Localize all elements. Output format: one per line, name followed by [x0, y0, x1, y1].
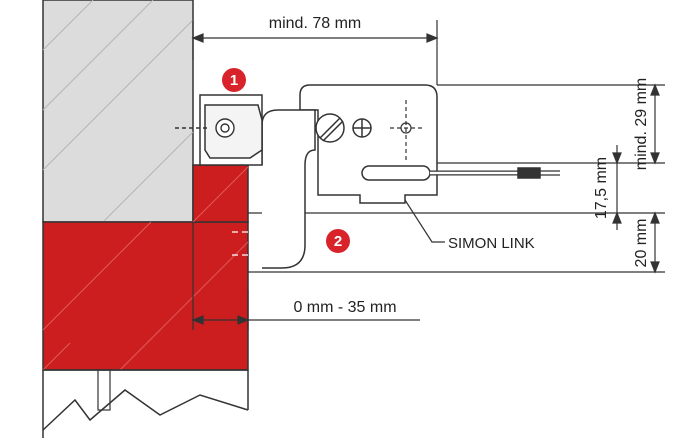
- wall-break-line: [42, 389, 249, 431]
- wall: [42, 0, 249, 438]
- wall-foot: [42, 369, 249, 438]
- dimension-lines: [191, 20, 665, 330]
- marker-2-label: 2: [334, 233, 342, 250]
- marker-1-label: 1: [230, 72, 238, 89]
- clamp-screw: [175, 118, 235, 138]
- marker-2: 2: [326, 229, 350, 253]
- bracket-assembly: [199, 84, 560, 269]
- wall-red-block: [42, 221, 249, 371]
- switch-housing: [299, 84, 438, 204]
- crosshair-hole-icon: [390, 100, 425, 160]
- dim-top-width: mind. 78 mm: [269, 15, 361, 32]
- cable-slot: [361, 165, 431, 181]
- simon-link-leader: [404, 199, 445, 243]
- hidden-lines: [232, 231, 275, 256]
- mounting-arm: [261, 109, 316, 269]
- dim-side-bottom: 20 mm: [633, 219, 650, 268]
- wall-grey-hatch: [42, 0, 194, 223]
- marker-1: 1: [222, 68, 246, 92]
- wall-joint: [97, 369, 111, 411]
- wall-grey-block: [42, 0, 194, 223]
- adjustment-screw-icon: [315, 113, 372, 143]
- simon-link-label: SIMON LINK: [448, 235, 535, 252]
- dim-offset-range: 0 mm - 35 mm: [293, 299, 396, 316]
- dim-side-top: mind. 29 mm: [633, 78, 650, 170]
- wall-red-hatch: [42, 166, 249, 371]
- dim-side-mid: 17,5 mm: [593, 157, 610, 219]
